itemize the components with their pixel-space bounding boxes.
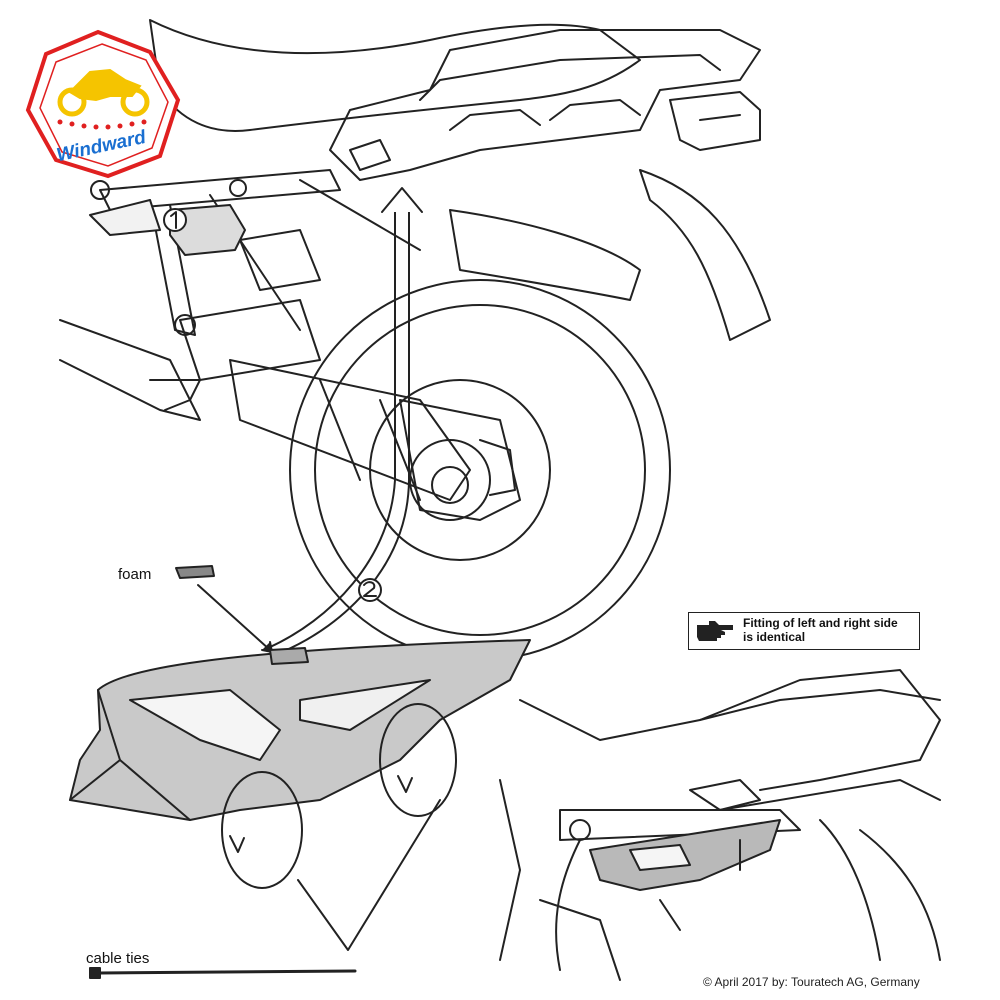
foam-indicator <box>175 565 273 653</box>
inset-assembled-view <box>499 669 941 981</box>
pointing-hand-icon <box>697 621 733 641</box>
cable-tie-sample <box>89 967 357 979</box>
motorcycle-logo-icon <box>57 68 150 117</box>
copyright-text: © April 2017 by: Touratech AG, Germany <box>703 975 920 989</box>
cable-tie-pointer <box>297 799 441 951</box>
step-marker-1 <box>163 208 187 232</box>
windward-logo <box>25 29 181 179</box>
note-line-2: is identical <box>743 630 806 644</box>
step-2-arrow <box>267 187 423 653</box>
foam-label: foam <box>118 566 152 583</box>
cable-ties-label: cable ties <box>86 950 150 967</box>
star-row-icon <box>57 119 147 130</box>
side-cover-part <box>69 639 531 821</box>
fitting-note-text: Fitting of left and right side is identi… <box>743 616 898 644</box>
motorcycle-rear-illustration <box>59 19 771 661</box>
cable-tie-loops <box>221 703 457 889</box>
note-line-1: Fitting of left and right side <box>743 616 898 630</box>
fitting-note-box: Fitting of left and right side is identi… <box>688 612 920 650</box>
